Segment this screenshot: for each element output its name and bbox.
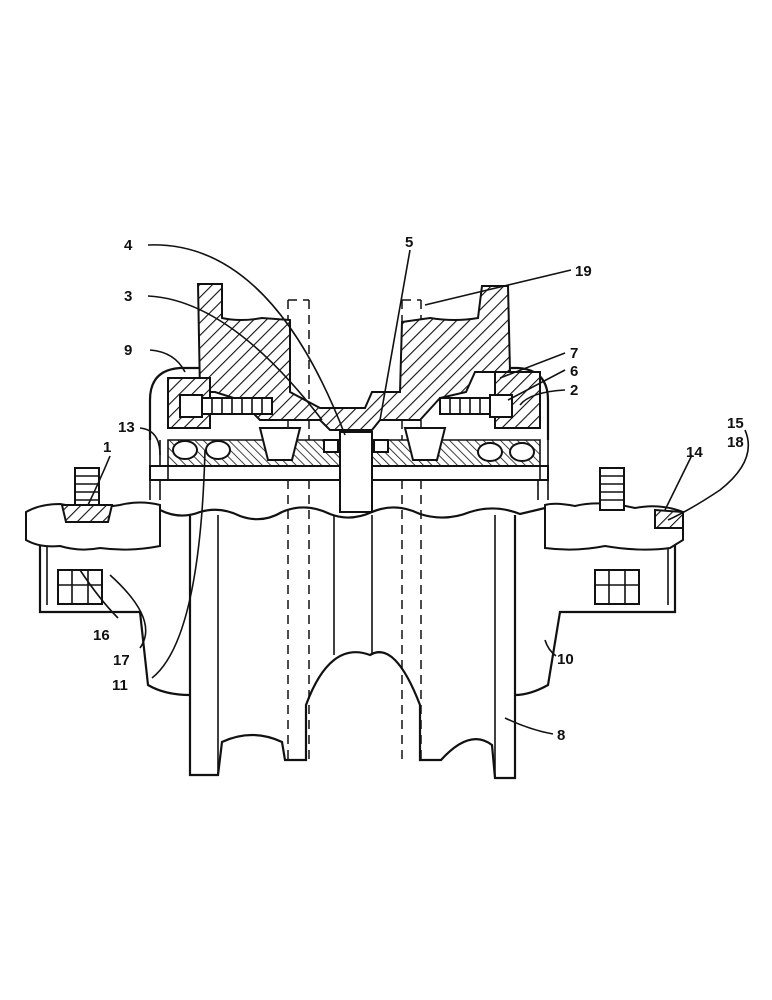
leader-lines (79, 244, 750, 735)
label-13: 13 (118, 419, 135, 436)
wheel-body (188, 515, 517, 780)
nut-left (57, 569, 103, 605)
label-15: 15 (727, 415, 744, 432)
label-10: 10 (557, 651, 574, 668)
label-19: 19 (575, 263, 592, 280)
bolt-right (439, 394, 513, 418)
label-3: 3 (124, 288, 132, 305)
label-1: 1 (103, 439, 111, 456)
nut-right (594, 569, 640, 605)
label-2: 2 (570, 382, 578, 399)
label-16: 16 (93, 627, 110, 644)
label-14: 14 (686, 444, 703, 461)
label-9: 9 (124, 342, 132, 359)
label-6: 6 (570, 363, 578, 380)
label-7: 7 (570, 345, 578, 362)
label-8: 8 (557, 727, 565, 744)
centre-pin (323, 431, 389, 513)
stud-left (60, 467, 114, 523)
bolt-left (179, 394, 273, 418)
label-4: 4 (124, 237, 133, 254)
label-11: 11 (112, 677, 128, 694)
bearing-area (149, 427, 549, 481)
label-18: 18 (727, 434, 744, 451)
label-17: 17 (113, 652, 130, 669)
part-labels: 4 5 19 3 9 7 6 2 13 15 18 1 14 16 10 17 … (93, 234, 744, 744)
label-5: 5 (405, 234, 413, 251)
stud-right (599, 467, 684, 529)
